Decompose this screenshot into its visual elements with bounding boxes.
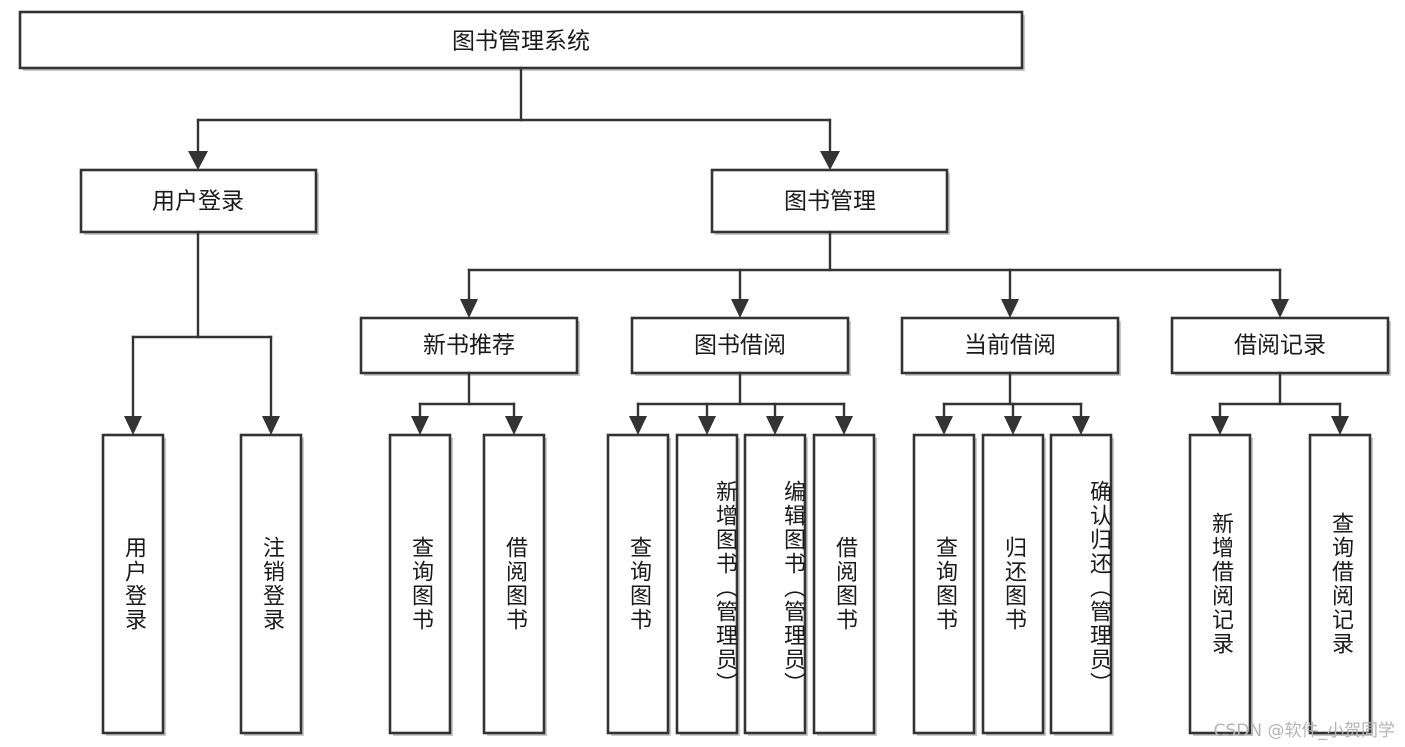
leaf-add-record-box[interactable] [1188,433,1252,735]
arrow-leaf-logout-login [262,416,280,435]
node-book-borrow[interactable]: 图书借阅 [630,316,851,376]
arrow-leaf-edit-book [766,416,784,435]
leaf-query-book-1-box[interactable] [388,433,452,735]
arrow-leaf-query-book-3 [935,416,953,435]
node-current-borrow-box[interactable] [900,316,1120,375]
leaf-query-book-2-box[interactable] [606,433,670,735]
node-current-borrow-label: 当前借阅 [964,333,1056,359]
node-current-borrow[interactable]: 当前借阅 [900,316,1121,376]
node-root-box[interactable] [18,10,1024,70]
leaf-confirm-return-box[interactable] [1049,433,1113,735]
node-root-label: 图书管理系统 [452,29,590,55]
node-user-login-box[interactable] [79,168,318,234]
node-root[interactable]: 图书管理系统 [18,10,1025,71]
arrow-leaf-return-book [1004,416,1022,435]
connector-borrow-record-to-leaves [1211,371,1349,435]
arrow-to-book-manage [820,151,840,170]
leaf-boxes [101,433,1373,736]
node-new-book-recommend-box[interactable] [359,316,579,375]
arrow-to-borrow-record [1271,299,1289,318]
node-borrow-record-box[interactable] [1170,316,1390,375]
connector-current-borrow-to-leaves [935,371,1090,435]
leaf-user-login-box[interactable] [101,433,165,735]
arrow-to-new-book-recommend [460,299,478,318]
arrow-leaf-confirm-return [1072,416,1090,435]
connector-root-to-level2 [188,66,840,170]
leaf-borrow-book-1-box[interactable] [482,433,546,735]
arrow-leaf-query-book-2 [629,416,647,435]
csdn-watermark: CSDN @软件_小贺同学 [1213,721,1395,741]
arrow-leaf-user-login [124,416,142,435]
connector-book-manage-to-level3 [460,230,1289,318]
node-borrow-record[interactable]: 借阅记录 [1170,316,1391,376]
node-borrow-record-label: 借阅记录 [1234,333,1326,359]
leaf-query-book-3-box[interactable] [912,433,976,735]
arrow-to-current-borrow [1001,299,1019,318]
arrow-leaf-add-book [698,416,716,435]
arrow-leaf-add-record [1211,416,1229,435]
leaf-query-record-box[interactable] [1308,433,1372,735]
leaf-logout-login-box[interactable] [239,433,303,735]
arrow-to-user-login [188,151,208,170]
node-book-manage-label: 图书管理 [784,189,876,215]
node-book-manage[interactable]: 图书管理 [710,168,950,235]
node-user-login[interactable]: 用户登录 [79,168,319,235]
leaf-edit-book-box[interactable] [743,433,807,735]
leaf-add-book-box[interactable] [675,433,739,735]
connector-user-login-to-leaves [124,230,280,435]
node-book-manage-box[interactable] [710,168,949,234]
arrow-leaf-query-book-1 [411,416,429,435]
leaf-return-book-box[interactable] [981,433,1045,735]
arrow-leaf-borrow-book-2 [835,416,853,435]
node-new-book-recommend-label: 新书推荐 [423,333,515,359]
arrow-leaf-query-record [1331,416,1349,435]
node-new-book-recommend[interactable]: 新书推荐 [359,316,580,376]
connector-new-book-recommend-to-leaves [411,371,523,435]
node-book-borrow-label: 图书借阅 [694,333,786,359]
node-user-login-label: 用户登录 [152,189,244,215]
leaf-borrow-book-2-box[interactable] [812,433,876,735]
connector-book-borrow-to-leaves [629,371,853,435]
arrow-to-book-borrow [731,299,749,318]
arrow-leaf-borrow-book-1 [505,416,523,435]
